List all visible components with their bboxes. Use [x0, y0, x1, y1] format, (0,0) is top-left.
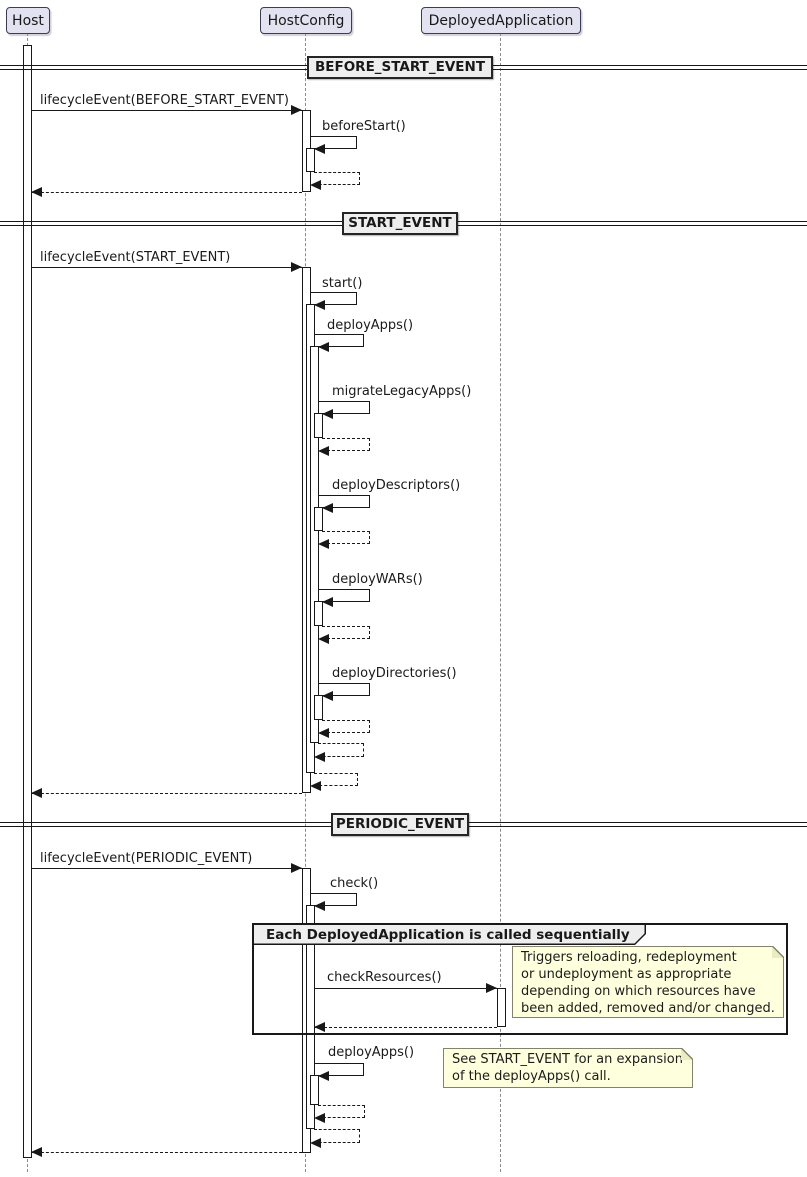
- self-call-arrow: [310, 136, 357, 149]
- arrowhead-left-icon: [322, 503, 333, 513]
- check-activation-bar: [306, 905, 315, 1129]
- note-deploy-apps: See START_EVENT for an expansion of the …: [443, 1048, 693, 1088]
- participant-host: Host: [6, 7, 50, 34]
- deploydescriptors-activation-bar: [314, 507, 323, 531]
- self-call-arrow: [314, 1063, 364, 1076]
- message-label: lifecycleEvent(BEFORE_START_EVENT): [40, 93, 289, 108]
- message-label: beforeStart(): [322, 119, 406, 134]
- self-return-arrow: [318, 1105, 365, 1118]
- message-label: migrateLegacyApps(): [332, 384, 472, 399]
- note-check-resources: Triggers reloading, redeployment or unde…: [512, 946, 784, 1018]
- message-arrow: [314, 988, 497, 989]
- deploywars-activation-bar: [314, 601, 323, 626]
- arrowhead-left-icon: [318, 634, 329, 644]
- return-arrow: [31, 192, 302, 193]
- beforestart-activation-bar: [306, 148, 315, 172]
- arrowhead-left-icon: [31, 788, 42, 798]
- arrowhead-left-icon: [31, 187, 42, 197]
- self-call-arrow: [314, 334, 364, 347]
- self-call-arrow: [318, 495, 370, 508]
- group-frame-tab-fill: [254, 925, 645, 944]
- migratelegacyapps-activation-bar: [314, 413, 323, 438]
- note-fold-icon: [681, 1048, 693, 1060]
- arrowhead-left-icon: [318, 446, 329, 456]
- arrowhead-left-icon: [318, 539, 329, 549]
- arrowhead-left-icon: [314, 752, 325, 762]
- arrowhead-right-icon: [486, 983, 497, 993]
- self-return-arrow: [314, 773, 358, 786]
- message-label: deployApps(): [327, 318, 414, 333]
- arrowhead-right-icon: [291, 863, 302, 873]
- message-arrow: [31, 110, 302, 111]
- deployapps-activation-bar: [310, 1075, 319, 1105]
- deployedapplication-lifeline: [500, 33, 501, 1172]
- group-frame: Each DeployedApplication is called seque…: [252, 923, 788, 1035]
- self-return-arrow: [318, 743, 364, 757]
- arrowhead-left-icon: [31, 1147, 42, 1157]
- arrowhead-right-icon: [291, 262, 302, 272]
- participant-host-label: Host: [12, 12, 44, 29]
- self-call-arrow: [318, 589, 370, 602]
- message-label: deployDirectories(): [332, 666, 457, 681]
- arrowhead-left-icon: [314, 901, 325, 911]
- host-activation-bar: [23, 45, 32, 1158]
- arrowhead-left-icon: [318, 1071, 329, 1081]
- self-return-arrow: [322, 438, 370, 451]
- self-return-arrow: [322, 626, 370, 639]
- self-return-arrow: [322, 720, 370, 733]
- message-arrow: [31, 868, 302, 869]
- arrowhead-left-icon: [322, 409, 333, 419]
- divider-start-event: START_EVENT: [342, 212, 458, 235]
- deploydirectories-activation-bar: [314, 695, 323, 720]
- message-label: deployWARs(): [332, 572, 423, 587]
- arrowhead-left-icon: [310, 781, 321, 791]
- message-label: lifecycleEvent(START_EVENT): [40, 250, 231, 265]
- message-label: deployDescriptors(): [332, 478, 461, 493]
- deployedapplication-activation-bar: [497, 988, 506, 1027]
- self-call-arrow: [310, 893, 357, 906]
- arrowhead-left-icon: [314, 300, 325, 310]
- arrowhead-left-icon: [322, 691, 333, 701]
- self-return-arrow: [322, 531, 370, 544]
- message-label: lifecycleEvent(PERIODIC_EVENT): [40, 851, 253, 866]
- participant-hostconfig-label: HostConfig: [267, 12, 345, 29]
- arrowhead-right-icon: [291, 105, 302, 115]
- self-call-arrow: [318, 401, 370, 414]
- message-label: check(): [330, 876, 379, 891]
- self-call-arrow: [318, 683, 370, 696]
- participant-deployedapplication: DeployedApplication: [421, 7, 581, 34]
- arrowhead-left-icon: [310, 1138, 321, 1148]
- arrowhead-left-icon: [318, 728, 329, 738]
- message-label: checkResources(): [327, 970, 442, 985]
- group-frame-tab: [252, 923, 646, 945]
- message-label: deployApps(): [328, 1045, 415, 1060]
- self-return-arrow: [314, 1129, 360, 1143]
- participant-deployedapplication-label: DeployedApplication: [428, 12, 574, 29]
- divider-before-start-event: BEFORE_START_EVENT: [307, 56, 493, 79]
- divider-periodic-event: PERIODIC_EVENT: [331, 813, 469, 836]
- arrowhead-left-icon: [314, 144, 325, 154]
- message-label: start(): [322, 276, 363, 291]
- return-arrow: [31, 1152, 302, 1153]
- self-call-arrow: [310, 292, 357, 305]
- arrowhead-left-icon: [314, 1022, 325, 1032]
- return-arrow: [31, 793, 302, 794]
- note-fold-icon: [772, 946, 784, 958]
- return-arrow: [314, 1027, 497, 1028]
- arrowhead-left-icon: [318, 342, 329, 352]
- arrowhead-left-icon: [310, 180, 321, 190]
- group-frame-label: Each DeployedApplication is called seque…: [266, 927, 630, 943]
- self-return-arrow: [314, 172, 360, 185]
- participant-hostconfig: HostConfig: [260, 7, 352, 34]
- arrowhead-left-icon: [322, 597, 333, 607]
- arrowhead-left-icon: [314, 1113, 325, 1123]
- message-arrow: [31, 267, 302, 268]
